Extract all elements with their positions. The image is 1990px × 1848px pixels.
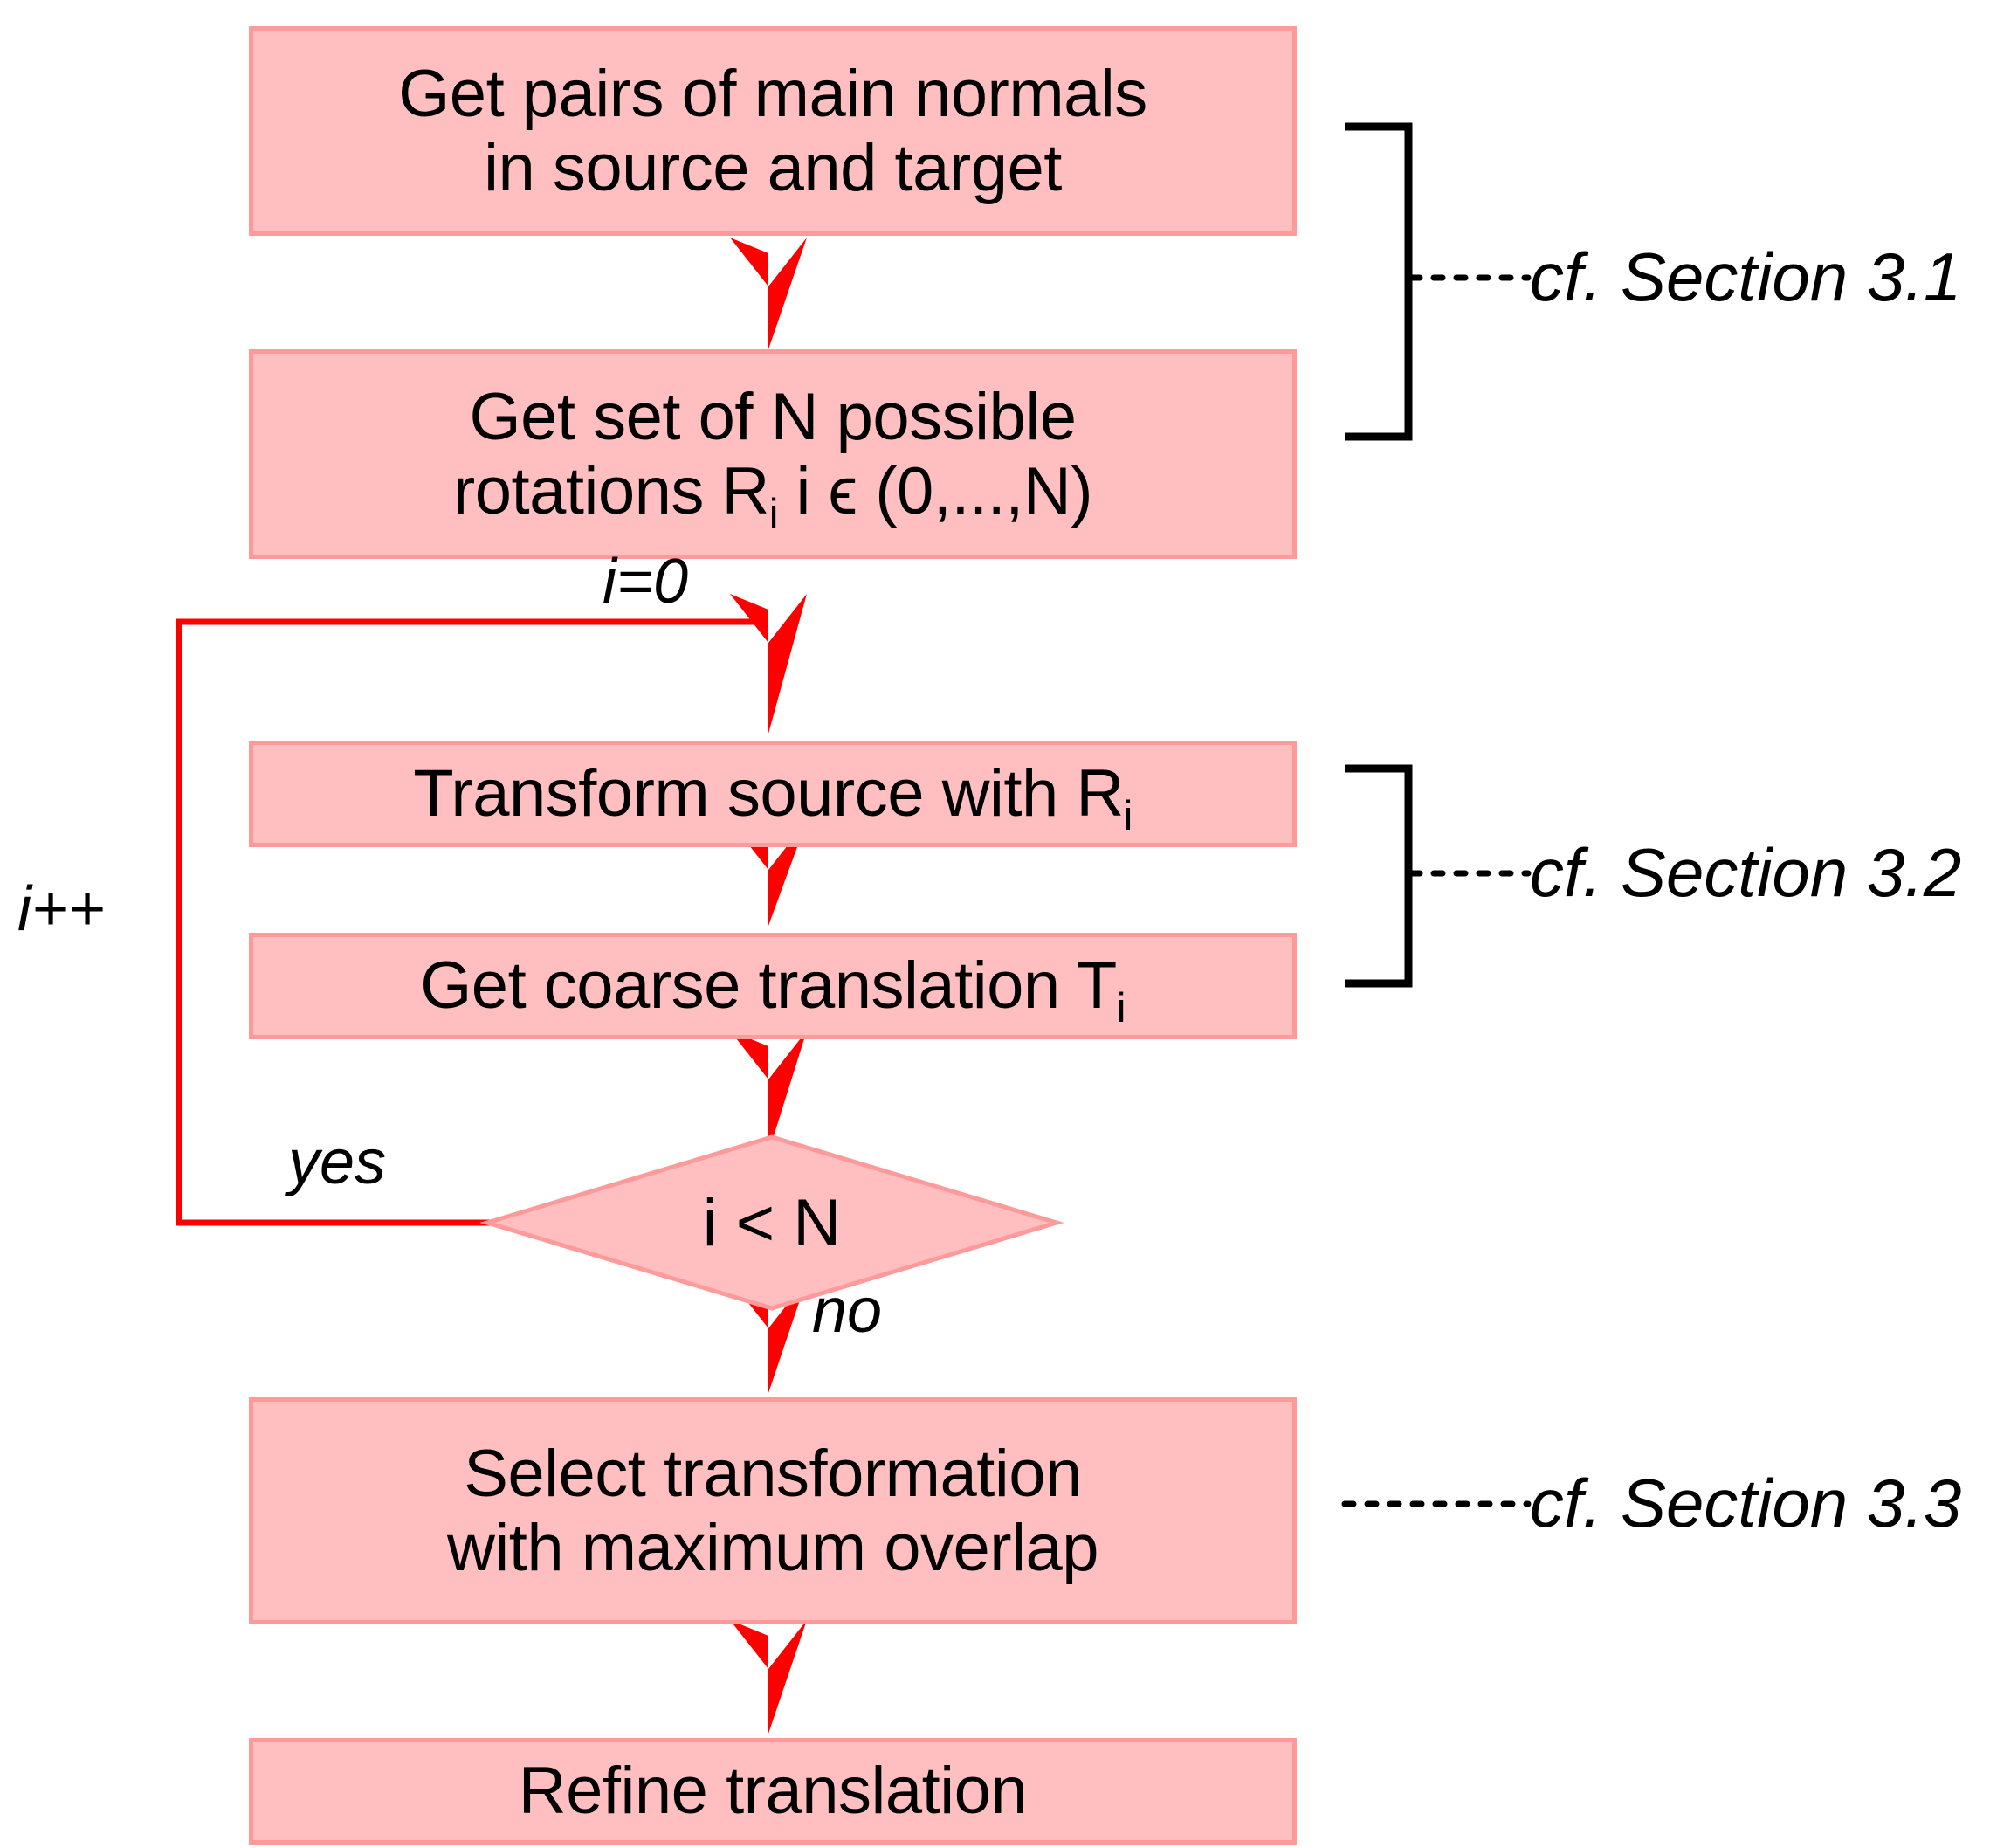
node-get-pairs-line1: Get pairs of main normals — [398, 56, 1147, 131]
arrow-decision-to-select — [730, 1279, 807, 1393]
node-get-rotations-line2-subscript: i — [768, 490, 778, 537]
edge-label-init: i=0 — [603, 547, 689, 617]
node-get-rotations-line2-pre: rotations R — [452, 454, 770, 528]
node-transform-source-text: Transform source with R — [413, 756, 1124, 831]
node-get-rotations-line1: Get set of N possible — [469, 379, 1077, 454]
bracket-section-3-1 — [1345, 122, 1413, 441]
node-get-rotations-line2-post: i ϵ (0,...,N) — [777, 454, 1093, 528]
edge-label-no: no — [812, 1276, 883, 1346]
arrow-coarse-to-decision — [730, 1031, 807, 1153]
node-refine-translation-line1: Refine translation — [518, 1754, 1028, 1829]
loop-feedback-path — [176, 618, 768, 1226]
note-section-3-3: cf. Section 3.3 — [1530, 1465, 1962, 1541]
node-coarse-translation-text: Get coarse translation T — [420, 948, 1117, 1024]
edge-label-yes: yes — [288, 1127, 387, 1197]
arrow-get-pairs-to-get-rotations — [730, 238, 807, 349]
node-select-transformation[interactable]: Select transformation with maximum overl… — [249, 1397, 1297, 1624]
decision-diamond-shape — [479, 1134, 1064, 1311]
arrow-transform-to-coarse — [730, 821, 807, 926]
note-section-3-2: cf. Section 3.2 — [1530, 834, 1962, 911]
edge-label-increment: i++ — [17, 874, 106, 944]
node-transform-source-subscript: i — [1123, 792, 1133, 839]
node-refine-translation[interactable]: Refine translation — [249, 1738, 1297, 1845]
node-coarse-translation-line1: Get coarse translation Ti — [420, 948, 1126, 1028]
bracket-section-3-2 — [1345, 764, 1413, 988]
node-select-transformation-line2: with maximum overlap — [447, 1511, 1099, 1585]
node-get-rotations[interactable]: Get set of N possible rotations Ri i ϵ (… — [249, 349, 1297, 559]
node-coarse-translation-subscript: i — [1116, 984, 1126, 1031]
node-transform-source[interactable]: Transform source with Ri — [249, 741, 1297, 847]
node-select-transformation-line1: Select transformation — [464, 1436, 1082, 1511]
node-coarse-translation[interactable]: Get coarse translation Ti — [249, 933, 1297, 1039]
node-transform-source-line1: Transform source with Ri — [413, 756, 1133, 836]
arrow-get-rotations-to-transform — [730, 594, 807, 734]
note-section-3-1: cf. Section 3.1 — [1530, 238, 1962, 315]
node-get-pairs[interactable]: Get pairs of main normals in source and … — [249, 26, 1297, 236]
arrow-select-to-refine — [730, 1620, 807, 1734]
node-get-pairs-line2: in source and target — [484, 131, 1062, 205]
node-get-rotations-line2: rotations Ri i ϵ (0,...,N) — [452, 454, 1093, 534]
